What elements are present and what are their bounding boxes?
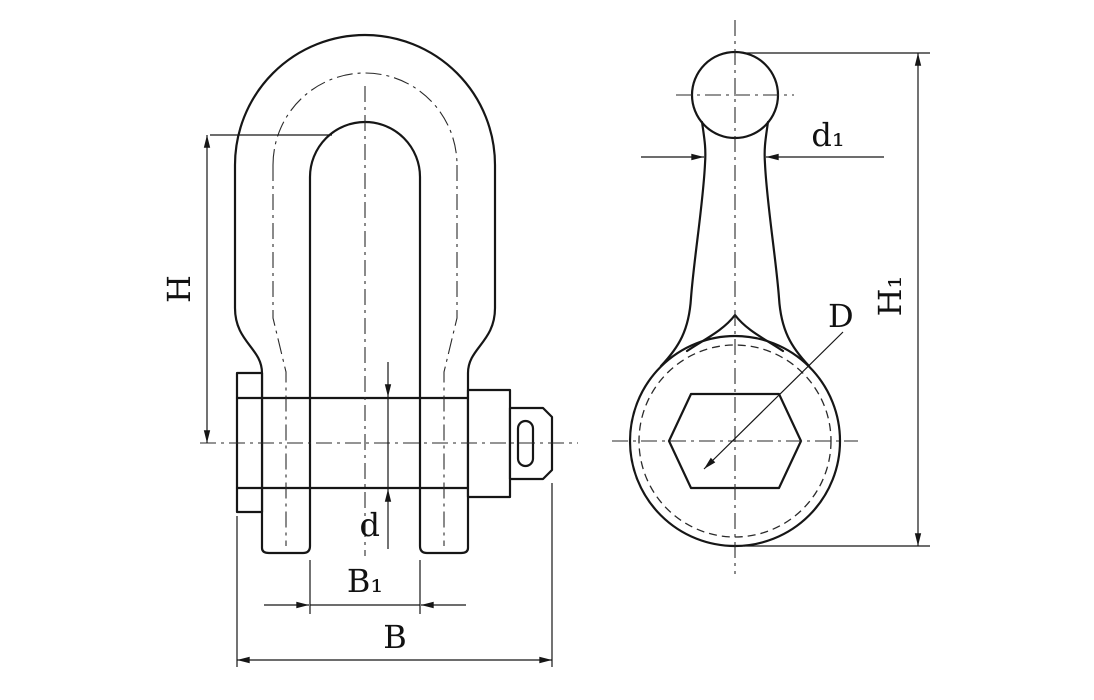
- front-view: [200, 33, 578, 556]
- dimension-H1: H₁: [744, 52, 930, 547]
- D-label: D: [828, 297, 854, 335]
- shackle-body-outline: [233, 33, 497, 555]
- H-label: H: [160, 275, 198, 303]
- dimension-D: D: [703, 297, 854, 470]
- d1-label: d₁: [811, 116, 844, 154]
- side-view: [612, 20, 858, 574]
- dimensions: H d B₁ B d₁: [160, 52, 930, 667]
- D-leader-line: [703, 331, 844, 470]
- H1-label: H₁: [871, 276, 909, 317]
- dimension-d: d: [360, 362, 392, 549]
- hex-socket: [667, 392, 803, 490]
- d-label: d: [360, 506, 380, 544]
- dimension-H: H: [160, 134, 332, 444]
- dimension-B1: B₁: [264, 560, 466, 614]
- B1-label: B₁: [347, 562, 383, 600]
- dimension-B: B: [236, 483, 553, 667]
- bow-mid-arc-centerline: [272, 72, 458, 166]
- left-leg-centerline: [272, 165, 287, 546]
- right-leg-centerline: [443, 165, 458, 546]
- dimension-d1: d₁: [641, 116, 884, 161]
- shank-right-edge: [763, 120, 811, 368]
- B-label: B: [383, 618, 407, 656]
- shank-left-edge: [659, 120, 707, 368]
